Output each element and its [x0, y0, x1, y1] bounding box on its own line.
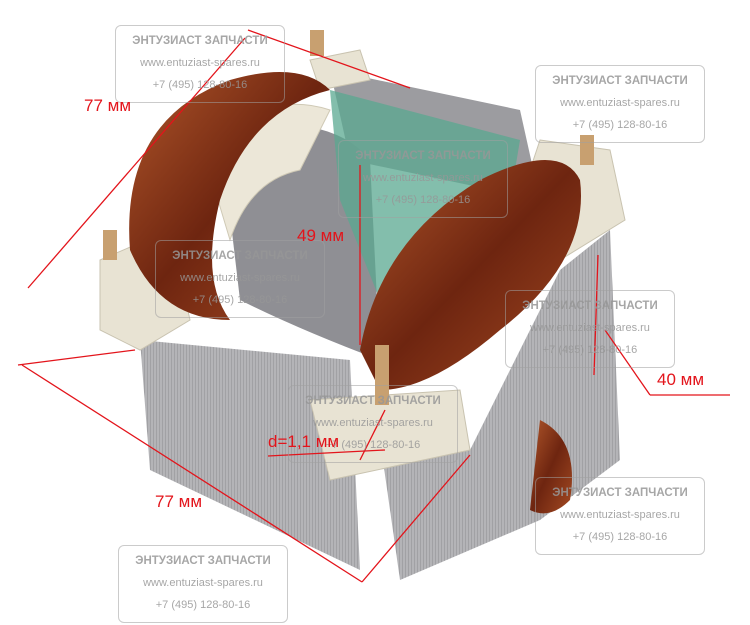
dimension-inner-height: 49 мм: [297, 226, 345, 245]
watermark-site: www.entuziast-spares.ru: [363, 172, 483, 184]
watermark-brand: ЭНТУЗИАСТ ЗАПЧАСТИ: [305, 395, 441, 407]
watermark-phone: +7 (495) 128-80-16: [572, 531, 668, 543]
terminal-front: [375, 345, 389, 405]
watermark-brand: ЭНТУЗИАСТ ЗАПЧАСТИ: [172, 250, 308, 262]
watermark: ЭНТУЗИАСТ ЗАПЧАСТИ www.entuziast-spares.r…: [505, 290, 675, 368]
terminal-top: [310, 30, 324, 56]
watermark-site: www.entuziast-spares.ru: [140, 57, 260, 69]
dimension-lines: [17, 29, 730, 583]
watermark-phone: +7 (495) 128-80-16: [542, 344, 638, 356]
dimension-bottom-width: 77 мм: [155, 492, 203, 511]
watermark-phone: +7 (495) 128-80-16: [155, 599, 251, 611]
watermark-brand: ЭНТУЗИАСТ ЗАПЧАСТИ: [552, 75, 688, 87]
watermark-brand: ЭНТУЗИАСТ ЗАПЧАСТИ: [135, 555, 271, 567]
watermark: ЭНТУЗИАСТ ЗАПЧАСТИ www.entuziast-spares.r…: [288, 385, 458, 463]
watermark-site: www.entuziast-spares.ru: [180, 272, 300, 284]
watermark-site: www.entuziast-spares.ru: [313, 417, 433, 429]
watermark: ЭНТУЗИАСТ ЗАПЧАСТИ www.entuziast-spares.r…: [338, 140, 508, 218]
watermark-site: www.entuziast-spares.ru: [560, 509, 680, 521]
copper-coil-right: [360, 160, 581, 390]
watermark-site: www.entuziast-spares.ru: [560, 97, 680, 109]
watermark-brand: ЭНТУЗИАСТ ЗАПЧАСТИ: [552, 487, 688, 499]
dimension-side-depth: 40 мм: [657, 370, 705, 389]
watermark-brand: ЭНТУЗИАСТ ЗАПЧАСТИ: [355, 150, 491, 162]
watermark-phone: +7 (495) 128-80-16: [375, 194, 471, 206]
copper-coil-back: [530, 420, 572, 514]
watermark-site: www.entuziast-spares.ru: [143, 577, 263, 589]
watermark: ЭНТУЗИАСТ ЗАПЧАСТИ www.entuziast-spares.r…: [535, 477, 705, 555]
watermark-brand: ЭНТУЗИАСТ ЗАПЧАСТИ: [522, 300, 658, 312]
watermark-phone: +7 (495) 128-80-16: [192, 294, 288, 306]
watermark: ЭНТУЗИАСТ ЗАПЧАСТИ www.entuziast-spares.r…: [118, 545, 288, 623]
dimension-wire-diameter: d=1,1 мм: [268, 432, 340, 451]
dimension-top-width: 77 мм: [84, 96, 132, 115]
watermark: ЭНТУЗИАСТ ЗАПЧАСТИ www.entuziast-spares.r…: [155, 240, 325, 318]
watermark-phone: +7 (495) 128-80-16: [572, 119, 668, 131]
stator-left-face: [140, 340, 360, 570]
watermark-phone: +7 (495) 128-80-16: [325, 439, 421, 451]
terminal-left: [103, 230, 117, 260]
watermark: ЭНТУЗИАСТ ЗАПЧАСТИ www.entuziast-spares.r…: [535, 65, 705, 143]
watermark-phone: +7 (495) 128-80-16: [152, 79, 248, 91]
watermark-brand: ЭНТУЗИАСТ ЗАПЧАСТИ: [132, 35, 268, 47]
watermark-site: www.entuziast-spares.ru: [530, 322, 650, 334]
copper-coil-left: [129, 72, 330, 320]
end-cap-top: [309, 49, 371, 91]
watermark: ЭНТУЗИАСТ ЗАПЧАСТИ www.entuziast-spares.r…: [115, 25, 285, 103]
